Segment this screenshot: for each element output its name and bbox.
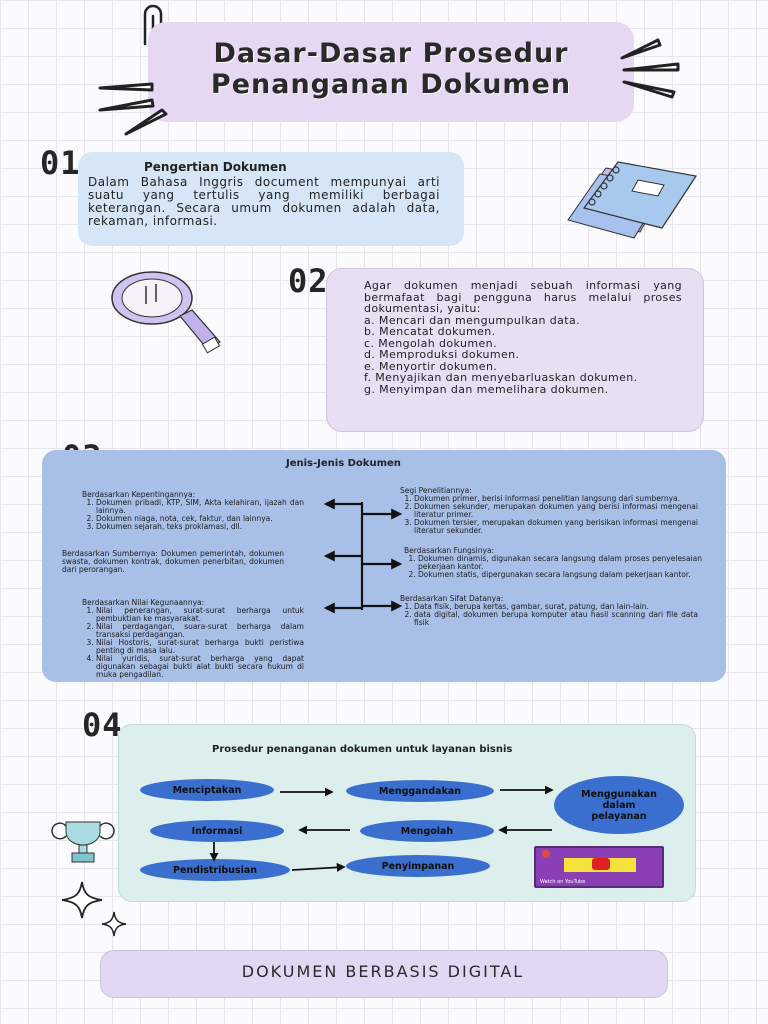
- types-heading: Berdasarkan Sumbernya: Dokumen pemerinta…: [62, 549, 284, 574]
- step-menggunakan: Menggunakan dalam pelayanan: [554, 776, 684, 834]
- section-1-number: 01: [40, 144, 81, 182]
- step-menggandakan: Menggandakan: [346, 780, 494, 802]
- definition-box: [78, 152, 464, 246]
- video-caption: Watch on YouTube: [540, 879, 586, 885]
- magnifier-icon: [111, 271, 221, 354]
- list-item: c. Mengolah dokumen.: [364, 336, 497, 350]
- list-item: Dokumen sejarah, teks proklamasi, dll.: [96, 523, 304, 531]
- step-informasi: Informasi: [150, 820, 284, 842]
- types-title: Jenis-Jenis Dokumen: [286, 458, 401, 469]
- section-2-number: 02: [288, 262, 329, 300]
- title-banner: [148, 22, 634, 122]
- list-item: Dokumen tersier, merupakan dokumen yang …: [414, 519, 698, 535]
- types-heading: Berdasarkan Sifat Datanya:: [400, 594, 504, 603]
- list-item: e. Menyortir dokumen.: [364, 359, 498, 373]
- list-item: Dokumen primer, berisi informasi penelit…: [414, 495, 698, 503]
- types-left-2: Berdasarkan Sumbernya: Dokumen pemerinta…: [62, 550, 284, 574]
- notebook-icon: [567, 161, 697, 239]
- procedure-flow-arrows: [209, 785, 554, 872]
- title-line-1: Dasar-Dasar Prosedur: [213, 38, 569, 69]
- types-heading: Berdasarkan Kepentingannya:: [82, 490, 196, 499]
- definition-text: Dalam Bahasa Inggris document mempunyai …: [88, 175, 440, 228]
- types-right-1: Segi Penelitiannya: Dokumen primer, beri…: [400, 487, 698, 535]
- types-left-1: Berdasarkan Kepentingannya: Dokumen prib…: [82, 491, 304, 531]
- list-item: f. Menyajikan dan menyebarluaskan dokume…: [364, 371, 638, 384]
- step-mengolah: Mengolah: [360, 820, 494, 842]
- list-item: Data fisik, berupa kertas, gambar, surat…: [414, 603, 698, 611]
- sparkle-rays-right-icon: [620, 38, 680, 99]
- list-item: Dokumen sekunder, merupakan dokumen yang…: [414, 503, 698, 519]
- title-line-2: Penanganan Dokumen: [210, 69, 572, 100]
- list-item: Nilai yuridis, surat-surat berharga yang…: [96, 655, 304, 679]
- list-item: d. Memproduksi dokumen.: [364, 348, 520, 361]
- process-box: [326, 268, 704, 432]
- process-list: a. Mencari dan mengumpulkan data. b. Men…: [364, 313, 682, 396]
- types-heading: Berdasarkan Fungsinya:: [404, 546, 495, 555]
- footer-banner: [100, 950, 668, 998]
- types-heading: Segi Penelitiannya:: [400, 486, 472, 495]
- sparkle-rays-left-icon: [98, 82, 168, 136]
- list-item: Dokumen niaga, nota, cek, faktur, dan la…: [96, 515, 304, 523]
- list-item: Dokumen pribadi, KTP, SIM, Akta kelahira…: [96, 499, 304, 515]
- types-connector-arrows: [323, 498, 403, 614]
- list-item: Nilai Hostoris, surat-surat berharga buk…: [96, 639, 304, 655]
- list-item: Nilai penerangan, surat-surat berharga u…: [96, 607, 304, 623]
- definition-title: Pengertian Dokumen: [144, 160, 287, 174]
- video-thumbnail[interactable]: Watch on YouTube: [534, 846, 664, 888]
- step-pendistribusian: Pendistribusian: [140, 859, 290, 881]
- footer-text: DOKUMEN BERBASIS DIGITAL: [241, 962, 525, 981]
- play-icon[interactable]: [592, 858, 610, 870]
- trophy-icon: [51, 821, 115, 863]
- process-text: Agar dokumen menjadi sebuah informasi ya…: [364, 280, 682, 395]
- sparkle-icon: [61, 881, 127, 937]
- list-item: g. Menyimpan dan memelihara dokumen.: [364, 382, 609, 396]
- list-item: b. Mencatat dokumen.: [364, 325, 496, 338]
- list-item: Dokumen statis, dipergunakan secara lang…: [418, 571, 702, 579]
- page-title: Dasar-Dasar Prosedur Penanganan Dokumen: [148, 38, 634, 100]
- list-item: Nilai perdagangan, suara-surat berharga …: [96, 623, 304, 639]
- process-intro: Agar dokumen menjadi sebuah informasi ya…: [364, 279, 682, 315]
- types-heading: Berdasarkan Nilai Kegunaannya:: [82, 598, 205, 607]
- types-left-3: Berdasarkan Nilai Kegunaannya: Nilai pen…: [82, 599, 304, 679]
- procedure-title: Prosedur penanganan dokumen untuk layana…: [212, 744, 513, 755]
- channel-avatar: [542, 850, 550, 858]
- section-4-number: 04: [82, 706, 123, 744]
- types-right-3: Berdasarkan Sifat Datanya: Data fisik, b…: [400, 595, 698, 627]
- step-penyimpanan: Penyimpanan: [346, 855, 490, 877]
- step-menciptakan: Menciptakan: [140, 779, 274, 801]
- list-item: data digital, dokumen berupa komputer at…: [414, 611, 698, 627]
- types-box: [42, 450, 726, 682]
- types-right-2: Berdasarkan Fungsinya: Dokumen dinamis, …: [404, 547, 702, 579]
- list-item: a. Mencari dan mengumpulkan data.: [364, 313, 581, 327]
- list-item: Dokumen dinamis, digunakan secara langsu…: [418, 555, 702, 571]
